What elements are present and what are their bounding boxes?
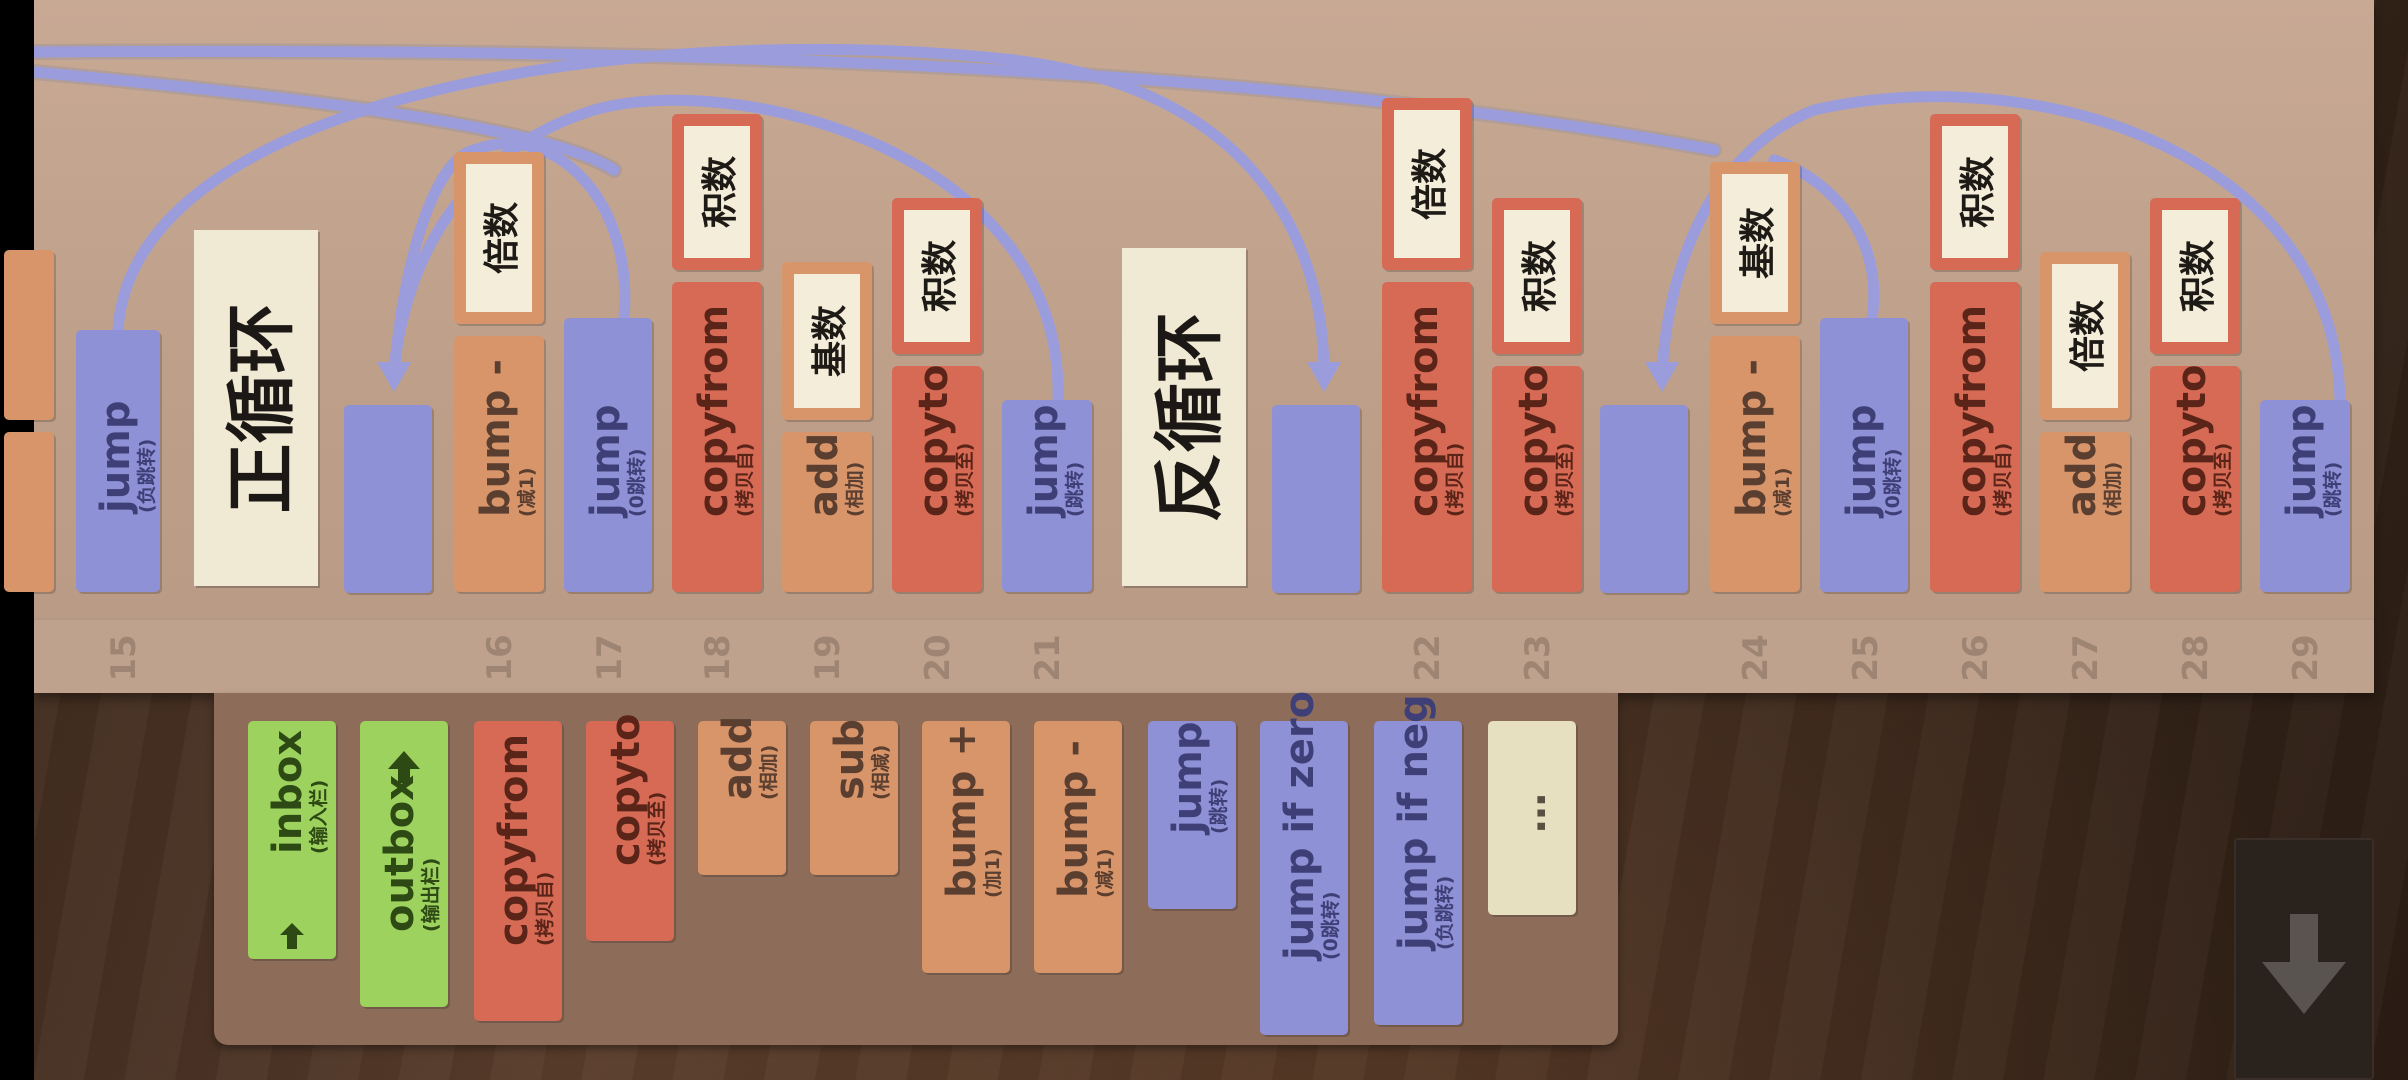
instruction-partial[interactable] [4,432,54,592]
line-number: 18 [698,634,738,682]
command-palette: inbox (输入栏) outbox (输出栏) copyfrom (拷贝自) … [214,691,1618,1045]
instruction-partial[interactable] [4,250,54,420]
instruction-bump-minus[interactable]: bump - (减1) [1710,336,1800,592]
instruction-argument-tag[interactable]: 倍数 [2040,252,2130,420]
palette-copyto[interactable]: copyto (拷贝至) [586,714,674,941]
line-number: 22 [1408,634,1448,682]
instruction-argument-tag[interactable]: 积数 [672,114,762,270]
palette-inbox[interactable]: inbox (输入栏) [248,721,336,959]
instruction-sublabel: (负跳转) [136,438,158,513]
line-number: 29 [2286,634,2326,682]
instruction-bump-minus[interactable]: bump - (减1) [454,336,544,592]
line-number: 24 [1736,634,1776,682]
program-panel[interactable]: jump (负跳转) 正循环 倍数 bump - (减1) jump (0跳转)… [4,0,2374,693]
comment-label[interactable]: 正循环 [194,230,318,586]
instruction-add[interactable]: add (相加) [2040,432,2130,592]
jump-target[interactable] [344,405,432,593]
line-number: 27 [2066,634,2106,682]
arrow-right-icon [280,923,304,949]
instruction-add[interactable]: add (相加) [782,432,872,592]
palette-bump-minus[interactable]: bump - (减1) [1034,721,1122,973]
line-number: 21 [1028,634,1068,682]
comment-label[interactable]: 反循环 [1122,248,1246,586]
palette-bump-plus[interactable]: bump + (加1) [922,721,1010,973]
instruction-argument-tag[interactable]: 积数 [892,198,982,354]
palette-jump-if-zero[interactable]: jump if zero (0跳转) [1260,691,1348,1035]
line-number: 28 [2176,634,2216,682]
line-number: 25 [1846,634,1886,682]
instruction-argument-tag[interactable]: 积数 [2150,198,2240,354]
instruction-copyto[interactable]: copyto (拷贝至) [2150,365,2240,592]
instruction-label: jump [93,400,139,514]
line-number: 16 [480,634,520,682]
instruction-jump-if-zero[interactable]: jump (0跳转) [564,318,652,592]
palette-jump[interactable]: jump (跳转) [1148,721,1236,909]
instruction-argument-tag[interactable]: 倍数 [1382,98,1472,270]
line-number-strip [34,618,2374,693]
palette-jump-if-neg[interactable]: jump if neg (负跳转) [1374,694,1462,1025]
instruction-copyfrom[interactable]: copyfrom (拷贝自) [672,282,762,592]
instruction-argument-tag[interactable]: 积数 [1930,114,2020,270]
palette-outbox[interactable]: outbox (输出栏) [360,721,448,1007]
palette-copyfrom[interactable]: copyfrom (拷贝自) [474,721,562,1021]
arrow-up-icon [388,751,420,783]
scroll-down-button[interactable] [2234,838,2374,1080]
line-number: 20 [918,634,958,682]
jump-target[interactable] [1272,405,1360,593]
instruction-copyfrom[interactable]: copyfrom (拷贝自) [1930,282,2020,592]
instruction-argument-tag[interactable]: 基数 [1710,162,1800,324]
instruction-jump-if-zero[interactable]: jump (0跳转) [1820,318,1908,592]
palette-sub[interactable]: sub (相减) [810,719,898,875]
line-number: 15 [104,634,144,682]
line-number: 19 [808,634,848,682]
instruction-argument-tag[interactable]: 积数 [1492,198,1582,354]
jump-target[interactable] [1600,405,1688,593]
instruction-argument-tag[interactable]: 基数 [782,262,872,420]
instruction-copyto[interactable]: copyto (拷贝至) [1492,365,1582,592]
arrow-down-icon [2262,914,2346,1014]
line-number: 23 [1518,634,1558,682]
palette-comment-more[interactable]: … [1488,721,1576,915]
instruction-jump-if-neg[interactable]: jump (负跳转) [76,330,160,592]
line-number: 26 [1956,634,1996,682]
instruction-copyto[interactable]: copyto (拷贝至) [892,365,982,592]
instruction-jump[interactable]: jump (跳转) [2260,400,2350,592]
instruction-copyfrom[interactable]: copyfrom (拷贝自) [1382,282,1472,592]
instruction-jump[interactable]: jump (跳转) [1002,400,1092,592]
instruction-argument-tag[interactable]: 倍数 [454,152,544,324]
line-number: 17 [590,634,630,682]
palette-add[interactable]: add (相加) [698,716,786,875]
